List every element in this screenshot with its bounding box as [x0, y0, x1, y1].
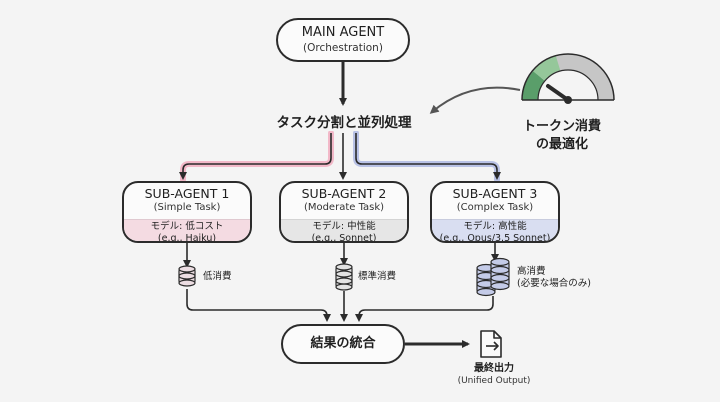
main-agent-subtitle: (Orchestration): [303, 42, 383, 54]
result-merge-title: 結果の統合: [310, 336, 376, 351]
sub-agent-2-desc: (Moderate Task): [303, 202, 385, 213]
sub-agent-3-cost: 高消費 (必要な場合のみ): [517, 266, 591, 290]
sub-agent-2-cost: 標準消費: [358, 271, 397, 282]
main-agent-node: MAIN AGENT (Orchestration): [276, 18, 410, 62]
output-title: 最終出力: [474, 363, 514, 374]
sub-agent-3-cost-note: (必要な場合のみ): [517, 278, 591, 289]
arrow-to-sub3: [355, 133, 501, 180]
output-label: 最終出力 (Unified Output): [450, 362, 538, 387]
blue-glow-line: [353, 130, 500, 183]
split-label: タスク分割と並列処理: [262, 111, 426, 131]
coin-stack-icon-3: [476, 257, 510, 297]
token-optimization-label: トークン消費 の最適化: [520, 118, 604, 154]
sub-agent-3-model: モデル: 高性能: [463, 221, 527, 232]
sub-agent-1-desc: (Simple Task): [153, 202, 221, 213]
export-document-icon: [480, 330, 502, 358]
sub-agent-2-name: SUB-AGENT 2: [301, 186, 387, 201]
sub-agent-3-cost-label: 高消費: [517, 266, 546, 277]
sub-agent-3-model-example: (e.g., Opus/3.5 Sonnet): [439, 233, 551, 243]
sub-agent-2-node: SUB-AGENT 2 (Moderate Task) モデル: 中性能 (e.…: [279, 181, 409, 243]
token-optimization-line1: トークン消費: [522, 119, 601, 134]
sub-agent-3-name: SUB-AGENT 3: [452, 186, 538, 201]
sub-agent-1-name: SUB-AGENT 1: [144, 186, 230, 201]
arrow-coins1-to-result: [186, 289, 331, 322]
arrow-to-sub1: [179, 133, 332, 180]
sub-agent-1-model-example: (e.g., Haiku): [157, 233, 217, 243]
sub-agent-2-model-example: (e.g., Sonnet): [311, 233, 377, 243]
coin-stack-icon-1: [178, 265, 196, 287]
sub-agent-1-node: SUB-AGENT 1 (Simple Task) モデル: 低コスト (e.g…: [122, 181, 252, 243]
pink-glow-line: [180, 130, 334, 183]
coin-stack-icon-2: [335, 263, 353, 291]
sub-agent-1-model: モデル: 低コスト: [150, 221, 224, 232]
arrow-gauge-to-split: [429, 86, 521, 114]
gauge-icon: [521, 53, 615, 104]
sub-agent-1-cost: 低消費: [203, 271, 232, 282]
token-optimization-line2: の最適化: [535, 137, 588, 152]
arrow-coins3-to-result: [355, 296, 494, 322]
sub-agent-3-desc: (Complex Task): [456, 202, 534, 213]
output-subtitle: (Unified Output): [457, 376, 531, 386]
main-agent-title: MAIN AGENT: [301, 25, 385, 40]
sub-agent-3-node: SUB-AGENT 3 (Complex Task) モデル: 高性能 (e.g…: [430, 181, 560, 243]
sub-agent-2-model: モデル: 中性能: [312, 221, 376, 232]
result-merge-node: 結果の統合: [281, 324, 405, 364]
